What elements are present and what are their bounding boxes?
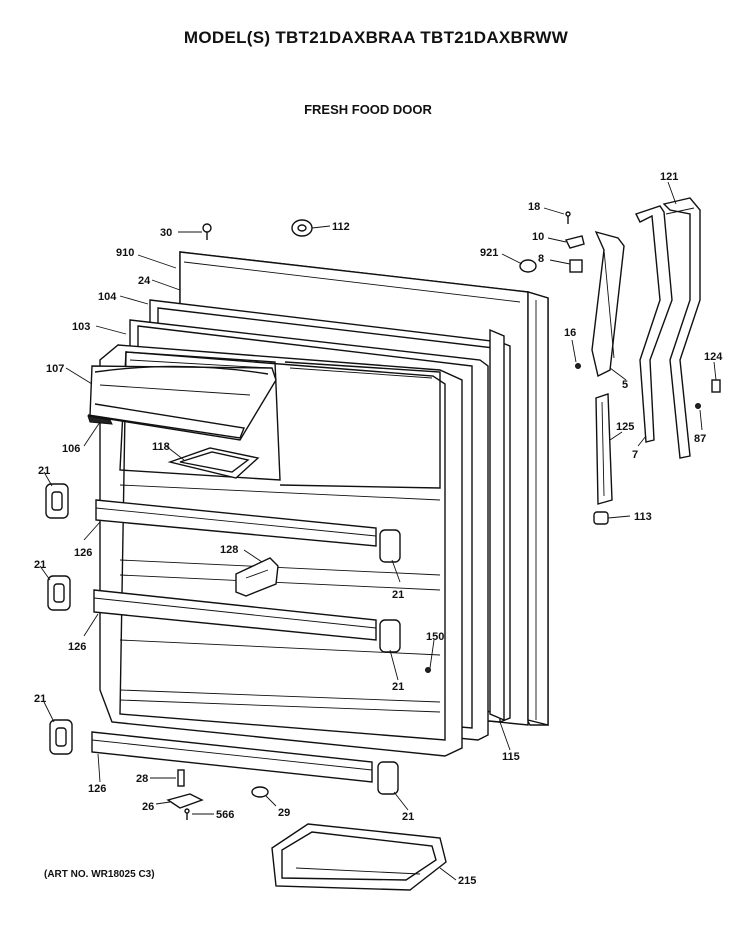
callout-label: 29: [278, 807, 290, 819]
callout-label: 910: [116, 247, 134, 259]
callout-label: 124: [704, 351, 723, 363]
door-handle: [635, 197, 701, 459]
callout-label: 126: [68, 641, 86, 653]
callout-label: 21: [38, 465, 50, 477]
callout-label: 7: [632, 449, 638, 461]
callout-label: 112: [332, 221, 350, 233]
callout-label: 87: [694, 433, 706, 445]
callout-label: 126: [88, 783, 106, 795]
door-inner-liner: [99, 344, 463, 757]
callout-label: 30: [160, 227, 172, 239]
callout-label: 115: [502, 751, 520, 763]
callout-label: 125: [616, 421, 634, 433]
callout-label: 10: [532, 231, 544, 243]
callout-label: 21: [34, 693, 46, 705]
dairy-compartment-door: [87, 365, 277, 441]
egg-tray: [167, 447, 260, 479]
callout-label: 21: [34, 559, 46, 571]
callout-labels: 30 112 910 24 104 103 107 106 118 21 126…: [34, 171, 723, 887]
callout-label: 26: [142, 801, 154, 813]
art-number: (ART NO. WR18025 C3): [44, 869, 155, 880]
door-bracket: [595, 393, 613, 505]
callout-label: 103: [72, 321, 90, 333]
callout-label: 215: [458, 875, 476, 887]
hinge-bracket: [591, 230, 625, 378]
diagram-subtitle: FRESH FOOD DOOR: [304, 102, 432, 117]
callout-label: 104: [98, 291, 117, 303]
callout-label: 113: [634, 511, 652, 523]
callout-label: 921: [480, 247, 498, 259]
callout-label: 126: [74, 547, 92, 559]
callout-label: 5: [622, 379, 628, 391]
callout-label: 121: [660, 171, 678, 183]
callout-label: 128: [220, 544, 238, 556]
door-shelves: [91, 499, 377, 783]
callout-label: 118: [152, 441, 170, 453]
callout-label: 566: [216, 809, 234, 821]
callout-label: 18: [528, 201, 540, 213]
shelf-end-caps: [45, 483, 401, 795]
callout-label: 24: [138, 275, 151, 287]
door-gasket: [489, 328, 505, 722]
callout-label: 8: [538, 253, 544, 265]
callout-label: 21: [392, 681, 404, 693]
bottle-bin: [271, 823, 447, 891]
callout-label: 16: [564, 327, 576, 339]
callout-label: 28: [136, 773, 148, 785]
callout-label: 150: [426, 631, 444, 643]
shelf-clip: [235, 557, 279, 597]
leader-lines: [39, 181, 717, 881]
callout-label: 107: [46, 363, 64, 375]
page-title: MODEL(S) TBT21DAXBRAA TBT21DAXBRWW: [183, 28, 569, 47]
callout-label: 21: [402, 811, 414, 823]
callout-label: 21: [392, 589, 404, 601]
callout-label: 106: [62, 443, 80, 455]
